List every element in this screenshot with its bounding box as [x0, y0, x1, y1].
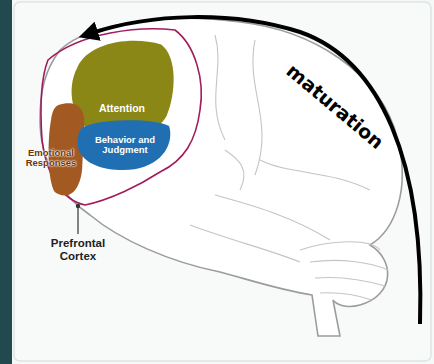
panel [14, 2, 431, 361]
structure-label: Prefrontal Cortex [36, 237, 120, 262]
region-label: Attention [99, 103, 145, 115]
region-label: Emotional Responses [20, 148, 82, 169]
brain-region: Behavior and Judgment [76, 118, 174, 172]
region-label: Behavior and Judgment [88, 135, 162, 156]
prefrontal-outline [41, 29, 201, 205]
brain-outline [40, 18, 402, 336]
leader-dot [76, 204, 80, 208]
leader-line [77, 207, 78, 234]
brain-region: Emotional Responses [14, 100, 88, 200]
region-fill [77, 120, 170, 170]
side-bar [0, 0, 12, 364]
